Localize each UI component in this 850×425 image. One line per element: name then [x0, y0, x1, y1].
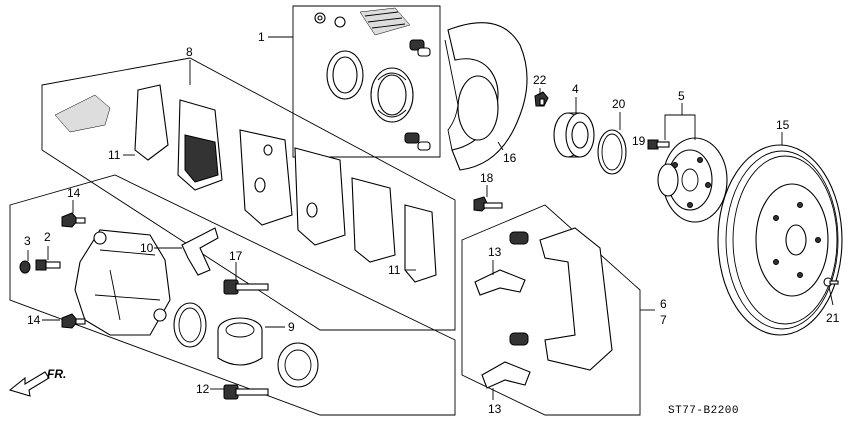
bracket-boot-bottom: [509, 332, 529, 346]
callout-16: 16: [503, 151, 517, 165]
bleeder-screw: [35, 259, 61, 271]
rotor-screw: [823, 277, 839, 287]
callouts: 1 2 3 4 5 6 7 8 9 10 11 11 12 13 13 14 1…: [24, 30, 840, 416]
callout-9: 9: [288, 320, 295, 334]
dust-shield: [444, 22, 528, 171]
piston-seal: [173, 302, 207, 348]
brake-rotor: [717, 144, 843, 336]
guide-pin-17: [223, 279, 269, 295]
callout-11-b: 11: [388, 263, 401, 277]
guide-pin-12: [223, 384, 269, 400]
pad-retainer-top: [474, 269, 526, 296]
bolt-22: [534, 91, 549, 107]
pad-set-box: [41, 57, 456, 331]
callout-19: 19: [632, 134, 646, 148]
callout-13-a: 13: [488, 245, 502, 259]
callout-21: 21: [826, 311, 840, 325]
callout-22: 22: [533, 73, 547, 87]
seal-kit-parts: [314, 7, 431, 151]
callout-5: 5: [678, 89, 685, 103]
caliper-bracket: [539, 227, 613, 371]
wheel-bearing: [553, 112, 595, 158]
front-label: FR.: [47, 367, 66, 381]
diagram-code: ST77-B2200: [668, 405, 739, 417]
caliper-bolt-14-top: [61, 212, 86, 228]
callout-13-b: 13: [488, 402, 502, 416]
callout-20: 20: [612, 97, 626, 111]
callout-8: 8: [186, 45, 193, 59]
caliper-box: [9, 174, 456, 416]
callout-1: 1: [258, 30, 265, 44]
callout-4: 4: [572, 82, 579, 96]
bracket-box: [461, 204, 641, 416]
circlip: [597, 129, 627, 175]
bleeder-cap: [19, 260, 31, 274]
front-direction-arrow: FR.: [8, 367, 66, 397]
callout-14-b: 14: [27, 313, 41, 327]
callout-3: 3: [24, 234, 31, 248]
callout-6: 6: [660, 297, 667, 311]
callout-12: 12: [196, 382, 210, 396]
pad-spring: [181, 227, 219, 276]
seal-kit-box: [292, 5, 441, 158]
bracket-bolt: [473, 196, 503, 212]
pad-retainer-bottom: [481, 361, 531, 389]
callout-17: 17: [229, 249, 243, 263]
caliper-bolt-14-bottom: [61, 313, 86, 329]
caliper-body: [74, 229, 171, 336]
wheel-hub: [657, 137, 728, 223]
hub-bolt: [647, 139, 670, 150]
pad-set: [54, 84, 437, 283]
piston: [217, 317, 263, 366]
callout-10: 10: [140, 241, 154, 255]
callout-18: 18: [480, 171, 494, 185]
leader-lines: [27, 36, 834, 400]
bracket-boot-top: [509, 231, 529, 245]
callout-15: 15: [776, 118, 790, 132]
callout-11-a: 11: [108, 148, 121, 162]
piston-boot: [277, 342, 319, 388]
callout-14-a: 14: [67, 186, 81, 200]
callout-7: 7: [660, 313, 667, 327]
callout-2: 2: [44, 230, 51, 244]
